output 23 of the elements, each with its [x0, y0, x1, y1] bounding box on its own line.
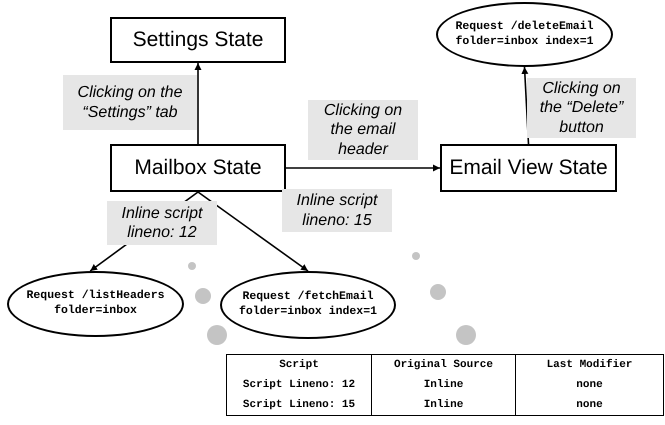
- table-header: Original Source: [371, 355, 515, 375]
- arrow: [286, 164, 440, 172]
- state-box: Email View State: [440, 144, 617, 192]
- edge-label: Clicking on the “Settings” tab: [63, 75, 197, 130]
- state-box: Settings State: [110, 17, 286, 63]
- table-cell: Inline: [371, 395, 515, 415]
- edge-label: Clicking on the “Delete” button: [527, 78, 636, 138]
- table-cell: Inline: [371, 375, 515, 395]
- table-cell-text: Script Lineno: 15: [242, 398, 356, 413]
- edge-label: Clicking on the email header: [308, 100, 418, 160]
- table-header: Script: [278, 358, 320, 373]
- request-ellipse: Request /deleteEmail folder=inbox index=1: [436, 2, 613, 67]
- arrow: [194, 63, 202, 144]
- arrow: [198, 191, 308, 272]
- request-ellipse: Request /fetchEmail folder=inbox index=1: [220, 271, 396, 339]
- table-header: Last Modifier: [515, 355, 663, 375]
- state-box: Mailbox State: [110, 144, 286, 192]
- request-ellipse: Request /listHeaders folder=inbox: [7, 271, 184, 337]
- edge-label: Inline script lineno: 15: [282, 189, 392, 232]
- table-cell: none: [515, 375, 663, 395]
- table-cell-text: Script Lineno: 12: [242, 378, 356, 393]
- table-cell: none: [515, 395, 663, 415]
- edge-label: Inline script lineno: 12: [107, 201, 217, 245]
